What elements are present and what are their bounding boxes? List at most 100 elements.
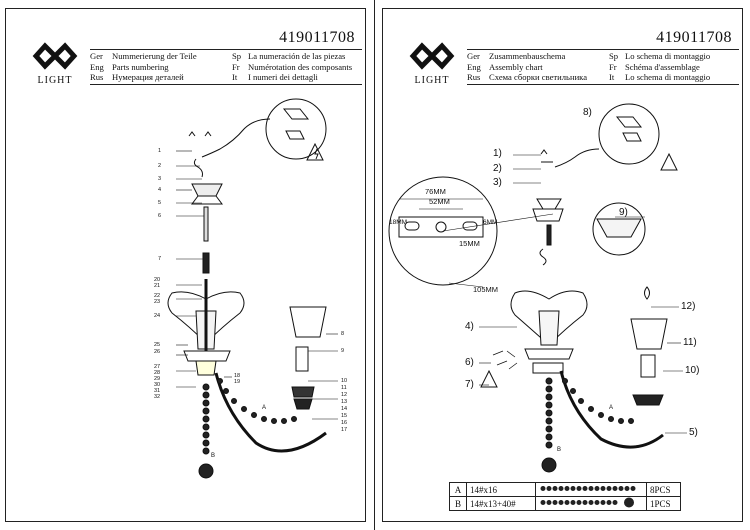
dimension-depth: 6MM	[483, 219, 498, 226]
logo-text: LIGHT	[414, 75, 450, 86]
language-row: Ger Zusammenbauschema Sp Lo schema di mo…	[467, 51, 711, 61]
callout-number: 4	[158, 187, 162, 193]
connector-parts-detail	[492, 350, 518, 370]
callout-number: 14	[341, 406, 348, 412]
callout-number: 21	[154, 283, 161, 289]
brand-logo: LIGHT	[409, 39, 455, 89]
callout-number: 24	[154, 313, 161, 319]
callout-number: 18	[234, 373, 241, 379]
assembly-step: 4)	[465, 321, 474, 332]
assembly-step: 10)	[685, 365, 700, 376]
connector-detail-circle	[265, 98, 327, 160]
language-row: Ger Nummerierung der Teile Sp La numerac…	[90, 51, 346, 61]
canopy-detail-circle	[592, 202, 646, 256]
mounting-plate	[398, 216, 484, 238]
assembly-step: 7)	[465, 379, 474, 390]
arm-bead-garland	[562, 378, 634, 424]
dimension-outer: 76MM	[425, 187, 446, 196]
bead-string-icon	[535, 482, 647, 497]
hook-icon	[188, 131, 212, 137]
logo-mark-icon	[32, 42, 78, 70]
header-rule-bottom	[90, 84, 362, 85]
brand-logo: LIGHT	[32, 39, 78, 89]
callout-number: 29	[154, 376, 161, 382]
callout-number: 26	[154, 349, 161, 355]
language-row: Eng Parts numbering Fr Numérotation des …	[90, 61, 353, 72]
bead-label-b: B	[211, 453, 216, 459]
vertical-bead-string	[198, 383, 214, 479]
callout-number: 22	[154, 293, 161, 299]
electric-warning-icon	[306, 142, 324, 161]
terminal-block-icon	[615, 116, 643, 142]
bead-spec: 14#x16	[466, 482, 536, 497]
language-table: Ger Zusammenbauschema Sp Lo schema di mo…	[467, 51, 737, 83]
chandelier-assembly-drawing	[388, 103, 687, 473]
terminal-block-icon	[282, 108, 310, 140]
bead-letter: A	[449, 482, 467, 497]
power-wire	[201, 118, 271, 158]
language-table: Ger Nummerierung der Teile Sp La numerac…	[90, 51, 360, 83]
callout-number: 5	[158, 200, 162, 206]
electric-warning-icon	[660, 152, 678, 171]
callout-number: 10	[341, 378, 348, 384]
article-code: 419011708	[279, 29, 355, 46]
callout-number: 11	[341, 385, 347, 391]
base-cup	[524, 348, 574, 360]
header-rule-bottom	[467, 84, 739, 85]
callout-number: 1	[158, 148, 162, 154]
assembly-step: 12)	[681, 301, 696, 312]
assembly-step: 11)	[683, 337, 697, 348]
callout-number: 32	[154, 394, 161, 400]
arm-bead-garland	[217, 378, 297, 424]
connector-detail-circle	[598, 103, 660, 165]
ceiling-canopy	[191, 183, 223, 197]
dimension-inner: 52MM	[429, 197, 450, 206]
article-code: 419011708	[656, 29, 732, 46]
dimension-height: 18MM	[389, 219, 408, 226]
callout-number: 8	[341, 331, 345, 337]
bead-label-a: A	[262, 405, 267, 411]
bead-quantity: 1PCS	[646, 496, 681, 511]
assembly-step: 1)	[493, 148, 502, 159]
assembly-step: 2)	[493, 163, 502, 174]
mounting-plate-detail-circle	[388, 176, 498, 286]
callout-number: 27	[154, 364, 161, 370]
header-rule-top	[467, 49, 739, 50]
callout-leaders	[176, 150, 338, 420]
bead-string-icon	[535, 496, 647, 511]
callout-number: 13	[341, 399, 348, 405]
callout-number: 23	[154, 299, 161, 305]
candle-sleeve	[640, 354, 656, 378]
assembly-step: 6)	[465, 357, 474, 368]
language-row: Rus Нумерация деталей It I numeri dei de…	[90, 72, 318, 82]
callout-number: 20	[154, 277, 161, 283]
callout-number: 12	[341, 392, 348, 398]
bead-label-a: A	[609, 405, 614, 411]
callout-number: 2	[158, 163, 162, 169]
callout-number: 9	[341, 348, 345, 354]
candle-cup	[632, 394, 664, 406]
assembly-step: 3)	[493, 177, 502, 188]
callout-number: 19	[234, 379, 241, 385]
vertical-bead-string	[541, 377, 557, 473]
chain-hook-icon	[193, 158, 203, 178]
assembly-chart-sheet: LIGHT 419011708 Ger Zusammenbauschema Sp…	[382, 8, 743, 522]
power-wire	[554, 148, 600, 168]
bead-string-table: A 14#x16 8PCS B 14#x13+40# 1PCS	[449, 482, 681, 511]
bead-quantity: 8PCS	[646, 482, 681, 497]
dimension-lower: 15MM	[459, 239, 480, 248]
base-cup	[183, 350, 231, 362]
callout-number: 25	[154, 342, 161, 348]
language-row: Eng Assembly chart Fr Schéma d'assemblag…	[467, 61, 700, 72]
logo-mark-icon	[409, 42, 455, 70]
callout-number: 28	[154, 370, 161, 376]
bead-spec: 14#x13+40#	[466, 496, 536, 511]
header-rule-top	[90, 49, 362, 50]
chandelier-parts-drawing	[167, 98, 338, 479]
callout-number: 17	[341, 427, 348, 433]
table-row: B 14#x13+40# 1PCS	[449, 496, 681, 511]
callout-number: 6	[158, 213, 162, 219]
callout-number: 31	[154, 388, 161, 394]
step-leaders	[479, 154, 687, 434]
candle-cup	[291, 386, 315, 398]
